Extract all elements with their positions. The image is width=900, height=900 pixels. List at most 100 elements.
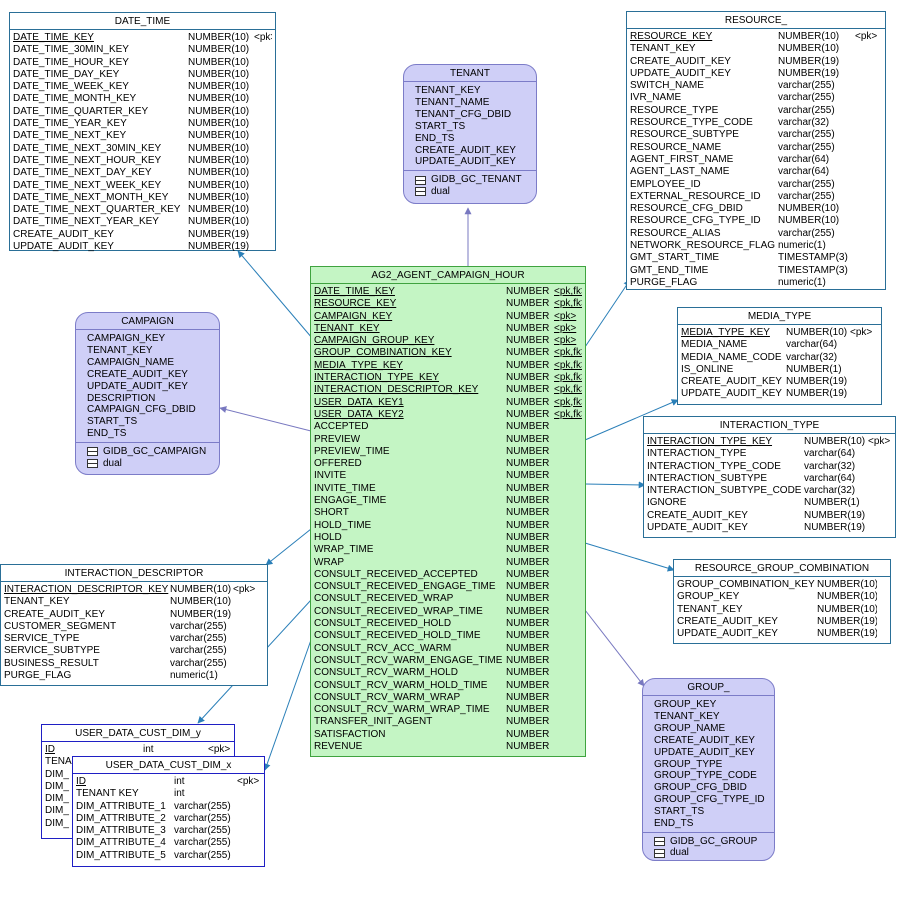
column-name: DATE_TIME_KEY (314, 286, 395, 297)
column-key (254, 204, 272, 216)
column-name: CREATE_AUDIT_KEY (677, 615, 778, 627)
column-name: CAMPAIGN_GROUP_KEY (314, 335, 435, 347)
column-type: NUMBER (506, 716, 550, 728)
column-name: INTERACTION_TYPE_KEY (647, 436, 773, 447)
column-type: NUMBER(10) (188, 118, 250, 130)
column-name: CREATE_AUDIT_KEY (4, 608, 105, 620)
column-type: NUMBER(10) (188, 167, 250, 179)
column-name: SHORT (314, 507, 349, 519)
column-name: IVR_NAME (630, 92, 682, 104)
column-key (855, 142, 882, 154)
view-column-description: DESCRIPTION (87, 392, 156, 404)
column-key (233, 633, 264, 645)
column-key (554, 618, 582, 630)
column-type: varchar(255) (778, 129, 835, 141)
column-type: NUMBER(10) (188, 56, 250, 68)
column-name: MEDIA_NAME_CODE (681, 351, 782, 363)
column-type: varchar(255) (778, 92, 835, 104)
resource-group-combination-table-title: RESOURCE_GROUP_COMBINATION (674, 560, 890, 577)
column-key (554, 729, 582, 741)
column-type: NUMBER (506, 322, 550, 334)
column-type: NUMBER(10) (817, 579, 877, 590)
column-type: NUMBER (506, 421, 550, 433)
column-type: TIMESTAMP(3) (778, 264, 848, 276)
date-time-table-title: DATE_TIME (10, 13, 275, 30)
column-row-ivr-name: IVR_NAME varchar(255) (630, 92, 882, 104)
column-name: EXTERNAL_RESOURCE_ID (630, 190, 761, 202)
column-key (254, 69, 272, 81)
column-row-date-time-year-key: DATE_TIME_YEAR_KEY NUMBER(10) (13, 118, 272, 130)
column-key (855, 228, 882, 240)
column-type: NUMBER(10) (188, 204, 250, 216)
link-fact-to-resource (584, 279, 631, 348)
column-key: <pk,fk> (554, 359, 582, 371)
resource-group-combination-table[interactable]: RESOURCE_GROUP_COMBINATION GROUP_COMBINA… (673, 559, 891, 644)
table-icon (87, 458, 98, 468)
column-name: DIM_ATTRIBUTE_1 (76, 800, 166, 812)
column-key (254, 81, 272, 93)
column-type: NUMBER(10) (188, 130, 250, 142)
view-column-tenant-key: TENANT_KEY (87, 344, 153, 356)
column-name: BUSINESS_RESULT (4, 657, 99, 669)
date-time-table[interactable]: DATE_TIME DATE_TIME_KEYNUMBER(10)<pk>DAT… (9, 12, 276, 252)
column-type: varchar(32) (804, 460, 856, 472)
column-type: NUMBER(19) (804, 522, 866, 534)
column-type: NUMBER (506, 618, 550, 630)
column-name: CREATE_AUDIT_KEY (681, 376, 782, 388)
column-name: RESOURCE_NAME (630, 141, 722, 153)
column-name: TENANT_KEY (4, 596, 70, 608)
interaction-descriptor-table[interactable]: INTERACTION_DESCRIPTOR INTERACTION_DESCR… (0, 564, 268, 686)
column-key (554, 630, 582, 642)
column-type: varchar(64) (778, 166, 830, 178)
column-key: <pk,fk> (554, 298, 582, 310)
column-type: varchar(255) (174, 849, 231, 861)
column-key: <pk> (208, 744, 231, 755)
column-name: DATE_TIME_YEAR_KEY (13, 118, 127, 130)
column-name: OFFERED (314, 458, 362, 470)
column-type: int (143, 744, 154, 755)
view-column-start-ts: START_TS (415, 120, 466, 132)
column-type: NUMBER (506, 458, 550, 470)
column-type: NUMBER(19) (786, 376, 848, 388)
column-type: NUMBER (506, 581, 550, 593)
column-name: IS_ONLINE (681, 363, 734, 375)
column-type: NUMBER(19) (188, 228, 250, 240)
column-key (554, 581, 582, 593)
column-type: varchar(255) (778, 227, 835, 239)
column-key (254, 216, 272, 228)
column-name: RESOURCE_KEY (314, 298, 397, 310)
column-key (554, 495, 582, 507)
column-name: CONSULT_RCV_ACC_WARM (314, 642, 452, 654)
column-type: NUMBER(10) (804, 436, 866, 447)
column-name: CREATE_AUDIT_KEY (647, 509, 748, 521)
column-type: varchar(255) (778, 80, 835, 92)
column-key (233, 658, 264, 670)
column-name: PURGE_FLAG (630, 276, 698, 288)
